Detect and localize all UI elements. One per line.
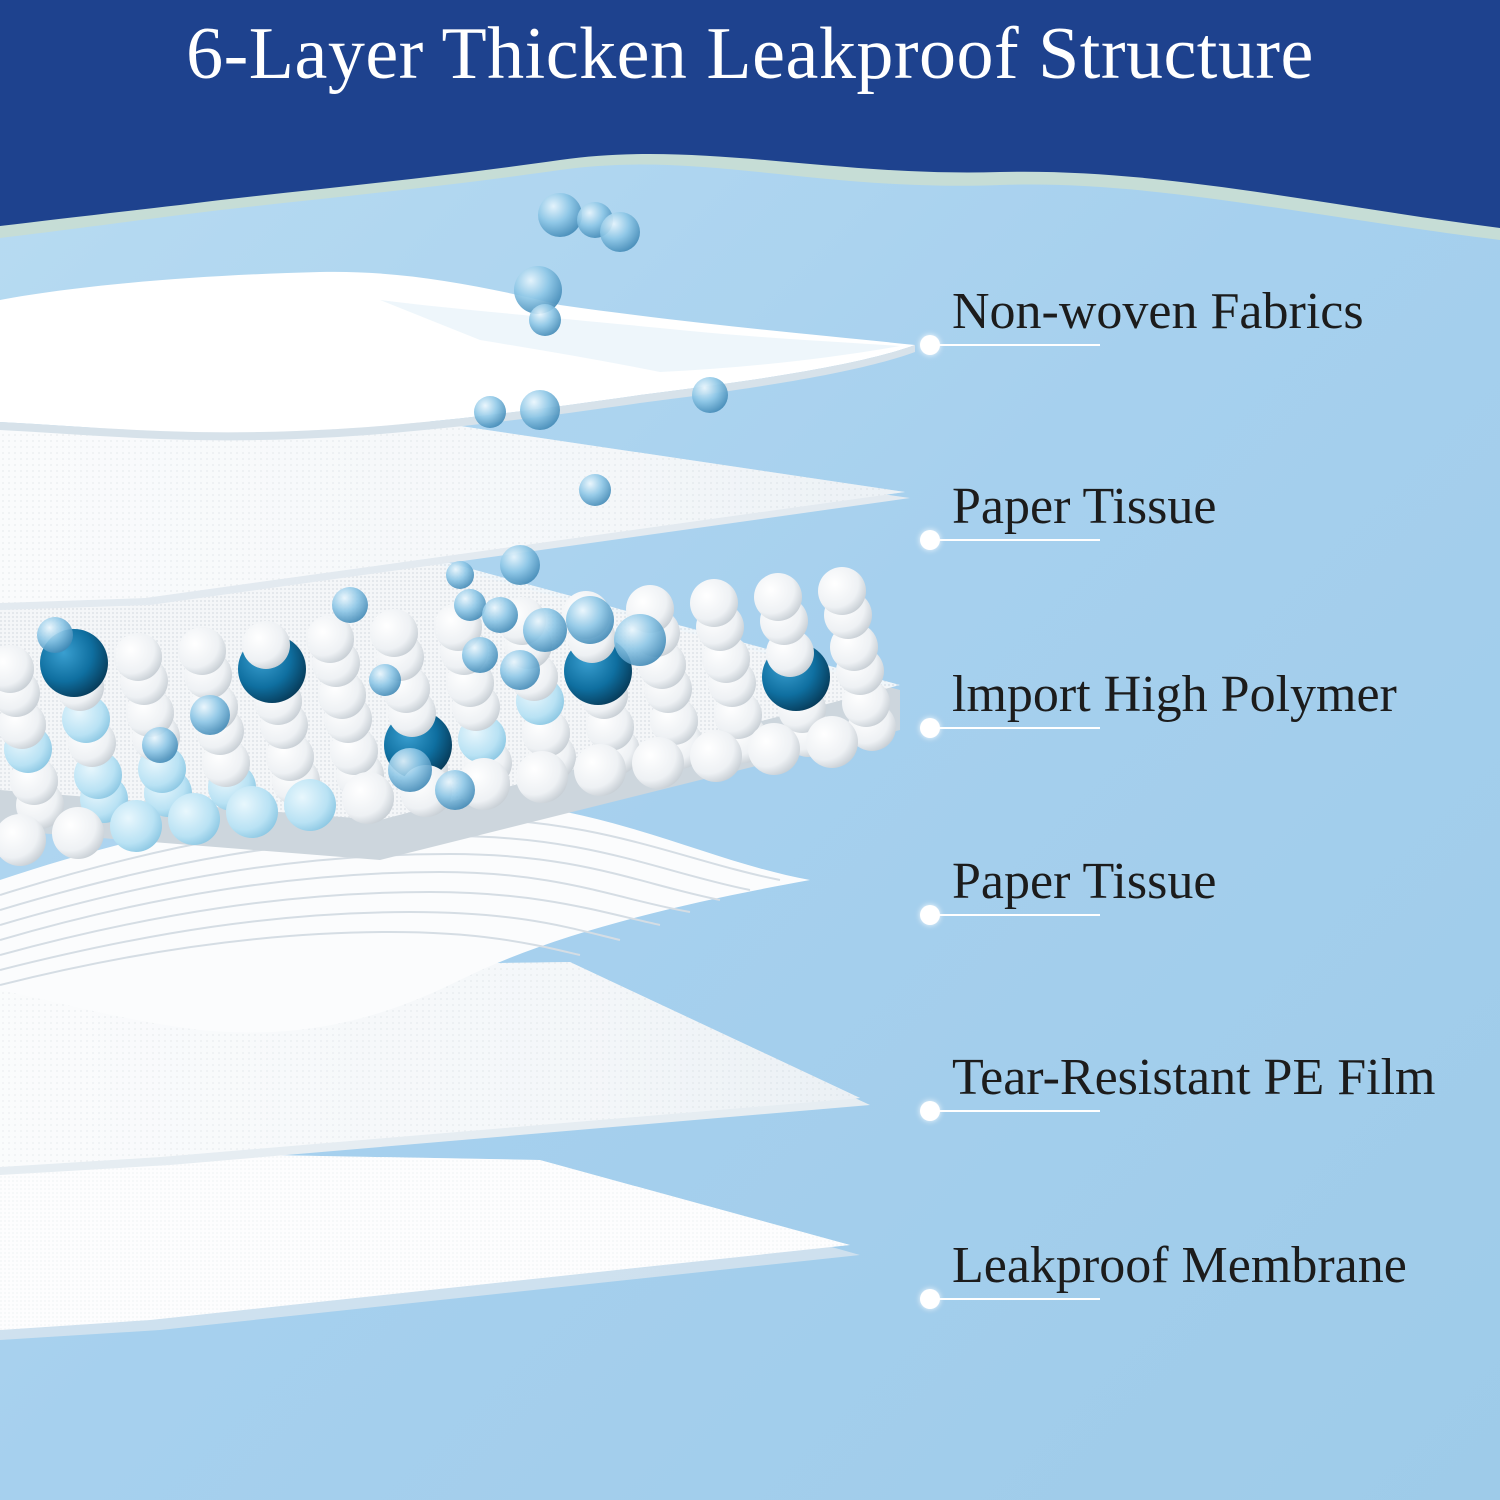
water-droplet xyxy=(538,193,582,237)
water-droplet xyxy=(500,545,540,585)
polymer-bead xyxy=(690,579,738,627)
polymer-bead xyxy=(0,814,46,866)
label-underline xyxy=(932,1298,1100,1300)
polymer-bead xyxy=(178,627,226,675)
page-title: 6-Layer Thicken Leakproof Structure xyxy=(186,13,1314,95)
water-droplet xyxy=(566,596,614,644)
layer-non-woven-sheet xyxy=(0,271,915,441)
layer-label-text: Leakproof Membrane xyxy=(952,1237,1407,1294)
polymer-bead xyxy=(690,730,742,782)
label-dot-marker xyxy=(920,530,940,550)
layer-label-text: Paper Tissue xyxy=(952,853,1217,910)
label-underline xyxy=(932,344,1100,346)
water-droplet xyxy=(37,617,73,653)
layer-label-4: Paper Tissue xyxy=(920,852,1490,932)
water-droplet xyxy=(190,695,230,735)
polymer-bead xyxy=(516,751,568,803)
header-band xyxy=(0,0,1500,228)
polymer-bead xyxy=(806,716,858,768)
water-droplet xyxy=(388,748,432,792)
polymer-bead xyxy=(342,772,394,824)
water-droplet xyxy=(500,650,540,690)
water-droplet xyxy=(529,304,561,336)
label-dot-marker xyxy=(920,1289,940,1309)
water-droplet xyxy=(523,608,567,652)
layer-label-3: lmport High Polymer xyxy=(920,665,1490,745)
layer-label-text: Paper Tissue xyxy=(952,478,1217,535)
layer-leakproof-membrane-sheet xyxy=(0,1150,860,1340)
layer-label-text: Tear-Resistant PE Film xyxy=(952,1049,1436,1106)
label-underline xyxy=(932,727,1100,729)
water-droplet xyxy=(692,377,728,413)
water-droplet xyxy=(579,474,611,506)
polymer-bead xyxy=(632,737,684,789)
water-droplet xyxy=(435,770,475,810)
polymer-bead xyxy=(370,609,418,657)
water-droplet xyxy=(614,614,666,666)
layer-label-5: Tear-Resistant PE Film xyxy=(920,1048,1490,1128)
layer-label-2: Paper Tissue xyxy=(920,477,1490,557)
water-droplet xyxy=(142,727,178,763)
layer-label-1: Non-woven Fabrics xyxy=(920,282,1490,362)
polymer-bead xyxy=(114,633,162,681)
label-dot-marker xyxy=(920,905,940,925)
polymer-bead xyxy=(818,567,866,615)
label-underline xyxy=(932,1110,1100,1112)
polymer-beads xyxy=(0,567,896,866)
polymer-bead xyxy=(52,807,104,859)
polymer-bead xyxy=(168,793,220,845)
layer-label-text: lmport High Polymer xyxy=(952,666,1397,723)
polymer-bead xyxy=(110,800,162,852)
water-droplet xyxy=(332,587,368,623)
polymer-bead xyxy=(306,615,354,663)
water-droplet xyxy=(369,664,401,696)
polymer-bead xyxy=(0,645,34,693)
water-droplet xyxy=(462,637,498,673)
polymer-bead xyxy=(226,786,278,838)
label-underline xyxy=(932,914,1100,916)
water-droplet xyxy=(454,589,486,621)
polymer-bead xyxy=(284,779,336,831)
water-droplet xyxy=(474,396,506,428)
layer-paper-tissue-sheet xyxy=(0,420,910,610)
water-droplets xyxy=(37,193,728,810)
label-dot-marker xyxy=(920,718,940,738)
polymer-bead xyxy=(754,573,802,621)
water-droplet xyxy=(482,597,518,633)
water-droplet xyxy=(446,561,474,589)
polymer-bead xyxy=(574,744,626,796)
label-dot-marker xyxy=(920,1101,940,1121)
polymer-bead xyxy=(748,723,800,775)
label-underline xyxy=(932,539,1100,541)
water-droplet xyxy=(520,390,560,430)
layer-paper-tissue-wavy-sheet xyxy=(0,800,810,1033)
label-dot-marker xyxy=(920,335,940,355)
layer-label-6: Leakproof Membrane xyxy=(920,1236,1490,1316)
polymer-bead xyxy=(242,621,290,669)
layer-label-text: Non-woven Fabrics xyxy=(952,283,1364,340)
water-droplet xyxy=(600,212,640,252)
water-droplet xyxy=(514,266,562,314)
